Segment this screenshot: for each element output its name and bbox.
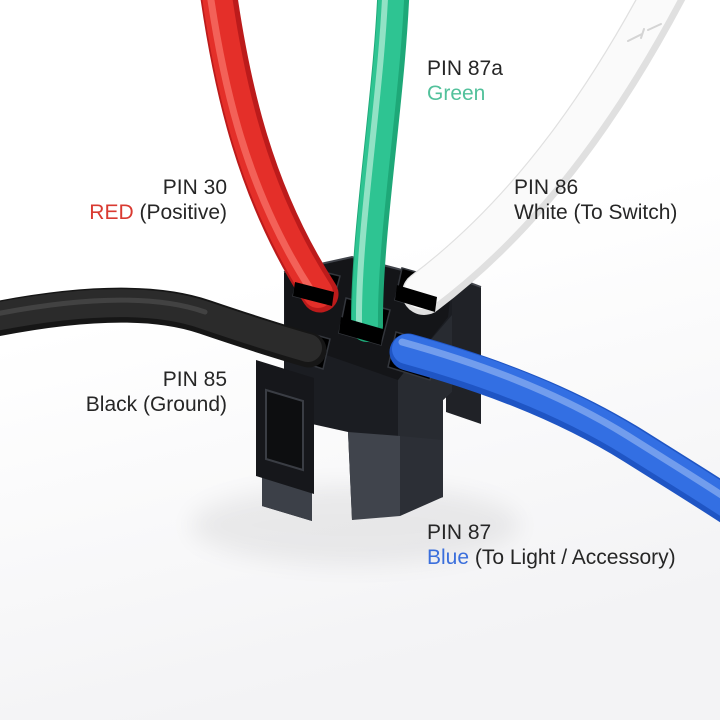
pin87-color-word: Blue [427,546,470,569]
pin87-desc: Blue (To Light / Accessory) [427,546,676,569]
pin30-label: PIN 30 RED (Positive) [89,175,227,225]
socket-left-tab-hole [265,388,304,472]
pin87-title: PIN 87 [427,521,492,544]
blue-wire [389,333,720,523]
pin86-desc: White (To Switch) [514,201,678,224]
pin87a-label: PIN 87a Green [427,56,503,106]
pin30-title: PIN 30 [162,176,227,199]
pin86-label: PIN 86 White (To Switch) [514,175,677,225]
black-wire [0,287,327,368]
pin86-title: PIN 86 [514,176,579,199]
pin87a-desc: Green [427,81,503,106]
pin30-color-word: RED [89,201,134,224]
pin87-label: PIN 87 Blue (To Light / Accessory) [427,520,676,570]
pin87a-color-word: Green [427,82,486,105]
red-wire [200,0,339,313]
socket-right-leg [348,432,400,520]
white-wire-print-marks [627,23,662,42]
green-wire [350,0,410,342]
slot-front-lips [293,282,437,345]
white-wire [402,0,686,315]
pin85-label: PIN 85 Black (Ground) [86,367,227,417]
pin30-desc: RED (Positive) [89,201,227,224]
pin87a-title: PIN 87a [427,57,503,80]
pin85-title: PIN 85 [162,368,227,391]
pin85-desc: Black (Ground) [85,393,227,416]
